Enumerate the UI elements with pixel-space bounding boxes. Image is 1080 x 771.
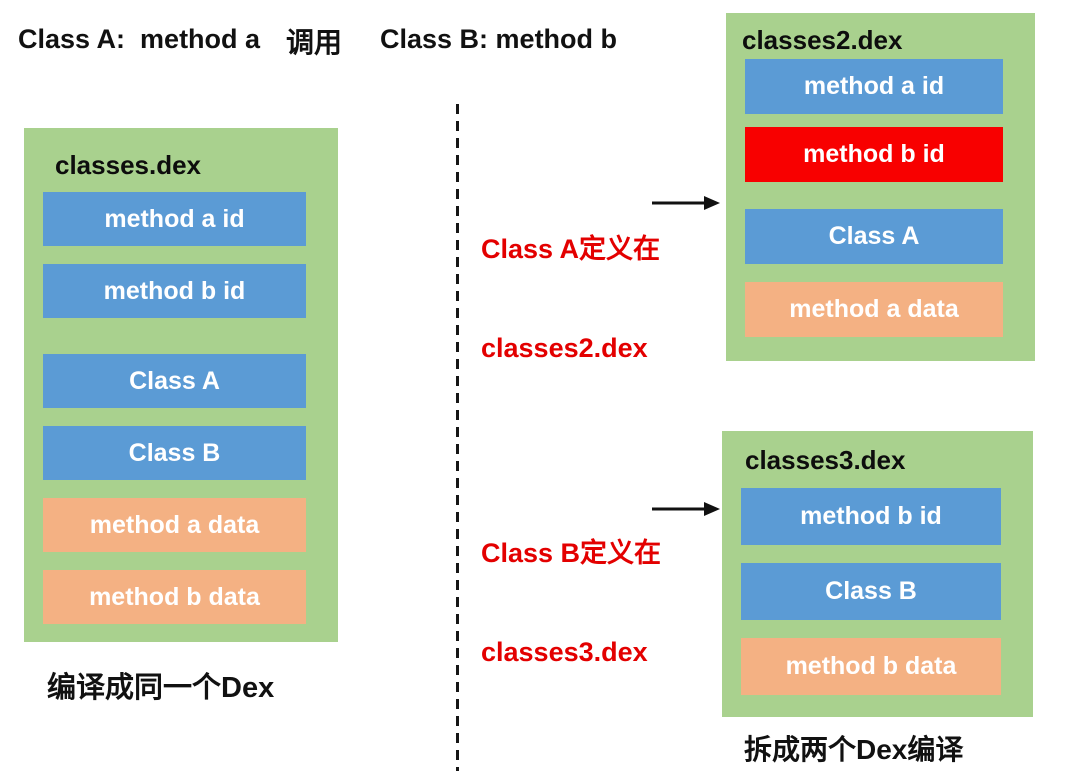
header-call-label: 调用: [286, 27, 343, 58]
header-class-a-label: Class A: method a: [18, 24, 261, 54]
dex-row-class-a: Class A: [43, 354, 306, 408]
annotation-class-b-defined-in: Class B定义在 classes3.dex: [481, 471, 661, 702]
dex-row-method-a-id: method a id: [43, 192, 306, 246]
annotation-line-1: Class A定义在: [481, 234, 661, 264]
dex-rows: method a id method b id Class A Class B …: [24, 192, 338, 624]
dex-box-title: classes2.dex: [742, 25, 903, 55]
dex-row-method-a-id: method a id: [745, 59, 1003, 114]
dex-box-classes2: classes2.dex method a id method b id Cla…: [726, 13, 1035, 361]
dex-rows: method a id method b id Class A method a…: [726, 59, 1035, 337]
annotation-line-2: classes2.dex: [481, 333, 648, 363]
dex-row-class-b: Class B: [741, 563, 1001, 620]
arrow-right-icon: [652, 196, 720, 210]
dex-row-method-a-data: method a data: [43, 498, 306, 552]
dex-row-class-b: Class B: [43, 426, 306, 480]
dex-row-method-b-id-missing: method b id: [745, 127, 1003, 182]
dex-box-title: classes3.dex: [745, 445, 906, 475]
dex-row-method-b-id: method b id: [43, 264, 306, 318]
dex-row-method-a-data: method a data: [745, 282, 1003, 337]
header-class-b-label: Class B: method b: [380, 24, 618, 54]
dex-box-classes3: classes3.dex method b id Class B method …: [722, 431, 1033, 717]
caption-split-two-dex: 拆成两个Dex编译: [744, 734, 964, 765]
annotation-line-2: classes3.dex: [481, 637, 648, 667]
dex-row-method-b-data: method b data: [741, 638, 1001, 695]
annotation-line-1: Class B定义在: [481, 538, 662, 568]
annotation-class-a-defined-in: Class A定义在 classes2.dex: [481, 167, 660, 398]
dashed-divider-line: [456, 104, 459, 771]
dex-box-title: classes.dex: [55, 150, 202, 180]
caption-compile-same-dex: 编译成同一个Dex: [47, 672, 275, 704]
dex-rows: method b id Class B method b data: [722, 488, 1033, 695]
arrow-right-icon: [652, 502, 720, 516]
dex-row-method-b-id: method b id: [741, 488, 1001, 545]
dex-row-method-b-data: method b data: [43, 570, 306, 624]
dex-row-class-a: Class A: [745, 209, 1003, 264]
dex-box-classes: classes.dex method a id method b id Clas…: [24, 128, 338, 642]
